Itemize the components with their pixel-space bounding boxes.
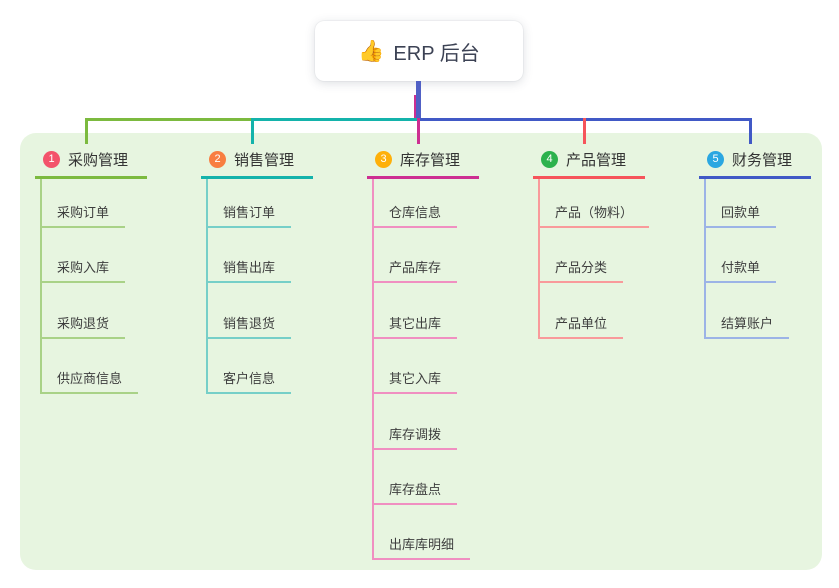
branch-title-label: 财务管理 bbox=[732, 152, 793, 169]
branch-drop-connector bbox=[749, 118, 752, 144]
branch-title-5[interactable]: 5 财务管理 bbox=[699, 143, 811, 179]
thumbs-up-icon: 👍 bbox=[358, 39, 385, 63]
child-connector-line bbox=[538, 179, 540, 339]
root-stem-connector bbox=[416, 81, 421, 121]
child-node[interactable]: 供应商信息 bbox=[40, 360, 139, 394]
child-node[interactable]: 采购入库 bbox=[40, 249, 126, 283]
child-connector-line bbox=[372, 179, 374, 560]
child-node[interactable]: 产品（物料） bbox=[538, 194, 650, 228]
branch-title-3[interactable]: 3 库存管理 bbox=[367, 143, 479, 179]
child-node[interactable]: 其它出库 bbox=[372, 305, 458, 339]
child-node[interactable]: 产品分类 bbox=[538, 249, 624, 283]
connector-rail-mid-teal bbox=[252, 118, 417, 121]
child-node[interactable]: 采购退货 bbox=[40, 305, 126, 339]
child-node[interactable]: 销售出库 bbox=[206, 249, 292, 283]
branches-panel-background bbox=[20, 133, 822, 570]
child-node[interactable]: 客户信息 bbox=[206, 360, 292, 394]
branch-drop-connector bbox=[85, 118, 88, 144]
child-node[interactable]: 产品单位 bbox=[538, 305, 624, 339]
child-node[interactable]: 结算账户 bbox=[704, 305, 790, 339]
branch-title-label: 采购管理 bbox=[68, 152, 129, 169]
root-node[interactable]: 👍 ERP 后台 bbox=[315, 21, 523, 81]
child-node[interactable]: 付款单 bbox=[704, 249, 777, 283]
branch-number-badge: 4 bbox=[541, 151, 558, 168]
child-node[interactable]: 销售订单 bbox=[206, 194, 292, 228]
branch-drop-connector bbox=[251, 118, 254, 144]
branch-title-label: 库存管理 bbox=[400, 152, 461, 169]
child-node[interactable]: 销售退货 bbox=[206, 305, 292, 339]
root-stem-sliver bbox=[414, 95, 416, 118]
child-connector-line bbox=[206, 179, 208, 394]
branch-title-label: 产品管理 bbox=[566, 152, 627, 169]
branch-number-badge: 3 bbox=[375, 151, 392, 168]
branch-number-badge: 1 bbox=[43, 151, 60, 168]
child-node[interactable]: 采购订单 bbox=[40, 194, 126, 228]
child-node[interactable]: 其它入库 bbox=[372, 360, 458, 394]
branch-drop-connector bbox=[417, 118, 420, 144]
branch-title-1[interactable]: 1 采购管理 bbox=[35, 143, 147, 179]
branch-drop-connector bbox=[583, 118, 586, 144]
branch-title-2[interactable]: 2 销售管理 bbox=[201, 143, 313, 179]
child-connector-line bbox=[704, 179, 706, 339]
connector-rail-left-green bbox=[85, 118, 252, 121]
child-node[interactable]: 库存调拨 bbox=[372, 416, 458, 450]
child-node[interactable]: 库存盘点 bbox=[372, 471, 458, 505]
child-node[interactable]: 出库库明细 bbox=[372, 526, 471, 560]
branch-title-label: 销售管理 bbox=[234, 152, 295, 169]
branch-number-badge: 2 bbox=[209, 151, 226, 168]
child-node[interactable]: 回款单 bbox=[704, 194, 777, 228]
child-node[interactable]: 仓库信息 bbox=[372, 194, 458, 228]
branch-title-4[interactable]: 4 产品管理 bbox=[533, 143, 645, 179]
root-label: ERP 后台 bbox=[393, 42, 480, 65]
child-node[interactable]: 产品库存 bbox=[372, 249, 458, 283]
child-connector-line bbox=[40, 179, 42, 394]
branch-number-badge: 5 bbox=[707, 151, 724, 168]
